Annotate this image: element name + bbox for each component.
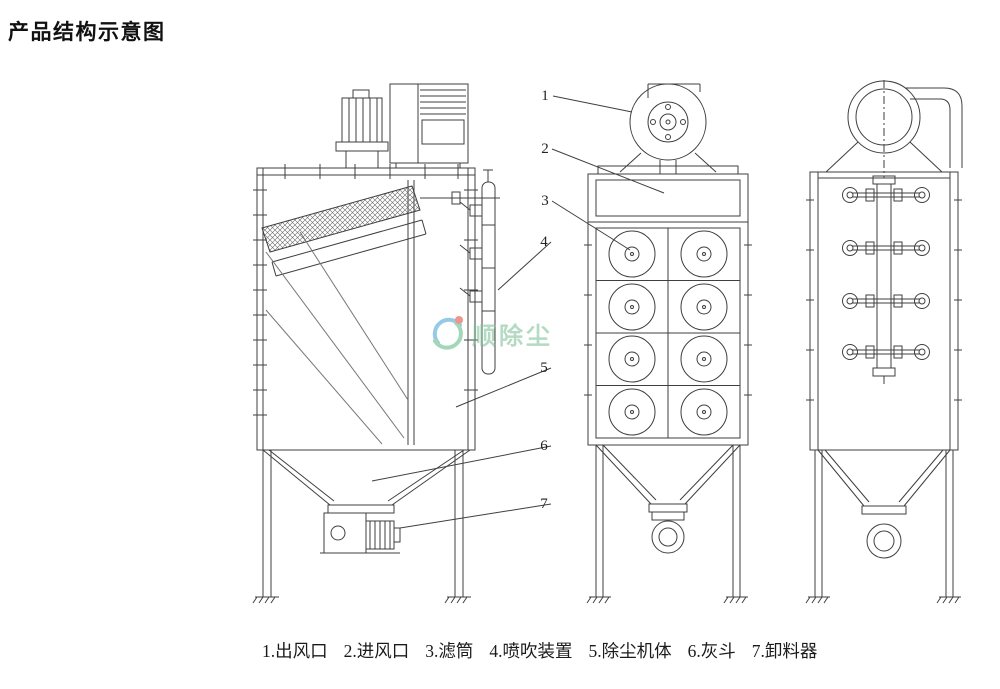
page-title: 产品结构示意图 — [8, 21, 166, 44]
legend-item: 6.灰斗 — [687, 641, 736, 661]
legend-item: 4.喷吹装置 — [489, 641, 573, 661]
pulse-jet-device-side — [420, 169, 500, 375]
callout-2: 2 — [541, 141, 549, 157]
legend-item: 3.滤筒 — [425, 641, 474, 661]
pulse-pipe-rear — [842, 175, 930, 384]
internal-baffles — [265, 231, 409, 445]
outlet-unit-side — [389, 83, 469, 168]
support-legs-side — [252, 450, 471, 604]
hopper-side — [262, 449, 471, 514]
leader-2 — [551, 148, 665, 194]
hopper-rear — [817, 449, 951, 559]
side-view-drawing — [252, 83, 500, 604]
front-view-drawing — [584, 83, 752, 604]
filter-cartridge-side — [261, 185, 427, 277]
leader-5 — [455, 367, 552, 408]
fan-inlet-rear — [825, 80, 963, 178]
hopper-front — [595, 444, 741, 554]
leader-1 — [552, 95, 633, 113]
callout-leaders — [371, 95, 665, 529]
callout-7: 7 — [540, 496, 548, 512]
machine-body-side — [253, 164, 478, 451]
callout-3: 3 — [541, 193, 549, 209]
leader-7 — [399, 503, 552, 529]
callout-6: 6 — [540, 438, 548, 454]
rear-view-drawing — [805, 80, 963, 604]
legend-item: 5.除尘机体 — [588, 641, 672, 661]
cartridge-grid-front — [584, 221, 752, 446]
legend-item: 7.卸料器 — [751, 641, 818, 661]
callout-1: 1 — [541, 88, 549, 104]
callout-numbers: 1 2 3 4 5 6 7 — [540, 88, 549, 512]
discharge-device-side — [320, 512, 401, 554]
legend-item: 2.进风口 — [343, 641, 410, 661]
inlet-plenum-front — [587, 160, 749, 223]
fan-motor-side — [335, 89, 389, 169]
support-legs-front — [586, 445, 748, 604]
leader-6 — [371, 445, 552, 482]
legend-item: 1.出风口 — [262, 641, 328, 661]
leader-4 — [497, 241, 552, 291]
support-legs-rear — [805, 450, 961, 604]
leader-3 — [551, 200, 631, 251]
callout-4: 4 — [540, 234, 548, 250]
legend: 1.出风口 2.进风口 3.滤筒 4.喷吹装置 5.除尘机体 6.灰斗 7.卸料… — [262, 638, 817, 663]
callout-5: 5 — [540, 360, 548, 376]
fan-volute-front — [597, 83, 739, 175]
machine-body-rear — [806, 171, 962, 451]
